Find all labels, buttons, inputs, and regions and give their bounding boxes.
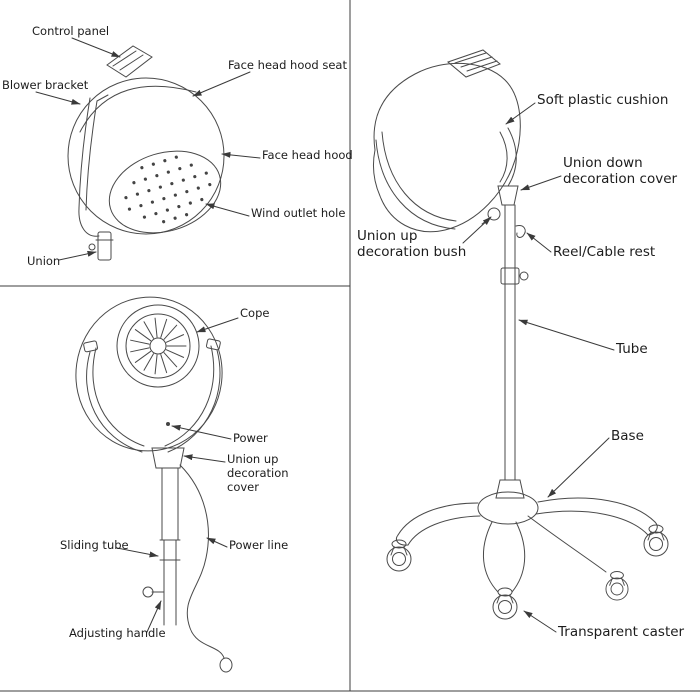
label-union-up-decoration-bush: Union up decoration bush [357, 228, 467, 261]
label-cope: Cope [240, 306, 270, 320]
union-up-bush-knob [487, 207, 501, 221]
label-soft-plastic-cushion: Soft plastic cushion [537, 92, 669, 108]
tube-pole [495, 204, 529, 499]
label-sliding-tube: Sliding tube [60, 538, 129, 552]
label-base: Base [611, 428, 644, 444]
power-line-cord [179, 464, 233, 673]
control-panel-shape [106, 45, 153, 78]
handle-tubes [83, 338, 221, 453]
support-arm [481, 127, 526, 238]
label-transparent-caster: Transparent caster [558, 624, 685, 640]
blower-bracket-shape [78, 94, 109, 237]
hood-shape [372, 62, 521, 233]
caster-rear [605, 571, 629, 601]
head-outline [75, 296, 223, 452]
hood-rim-outer [375, 139, 456, 230]
label-reel-cable-rest: Reel/Cable rest [553, 244, 656, 260]
label-power-line: Power line [229, 538, 289, 552]
hood-seat-seam [79, 85, 197, 133]
label-control-panel: Control panel [32, 24, 110, 38]
label-wind-outlet-hole: Wind outlet hole [251, 206, 346, 220]
hood-rim-cushion [381, 131, 457, 222]
wind-outlet-holes [108, 150, 222, 234]
label-tube: Tube [616, 341, 648, 357]
cope-fan-shape [116, 304, 200, 388]
hood-side-view-drawing [67, 45, 225, 261]
hood-control-panel [446, 49, 501, 78]
leader-lines [35, 37, 615, 633]
caster-front [492, 587, 518, 620]
label-union: Union [27, 254, 61, 268]
label-face-head-hood-seat: Face head hood seat [228, 58, 347, 72]
sliding-tube-shape [142, 447, 185, 626]
label-adjusting-handle: Adjusting handle [69, 626, 166, 640]
label-power: Power [233, 431, 268, 445]
union-down-cover-shape [497, 185, 519, 206]
union-shape [88, 231, 114, 261]
reel-cable-rest-hook [515, 225, 526, 238]
base-shape [395, 491, 658, 593]
label-union-down-decoration-cover: Union down decoration cover [563, 155, 678, 188]
hood-top-view-drawing [75, 296, 233, 673]
standing-dryer-drawing [372, 49, 669, 620]
label-face-head-hood: Face head hood [262, 148, 353, 162]
power-indicator-dot [166, 422, 170, 426]
adjusting-handle-knob [142, 586, 154, 598]
label-union-up-decoration-cover: Union up decoration cover [227, 452, 289, 495]
power-plug [219, 657, 233, 673]
label-blower-bracket: Blower bracket [2, 78, 89, 92]
